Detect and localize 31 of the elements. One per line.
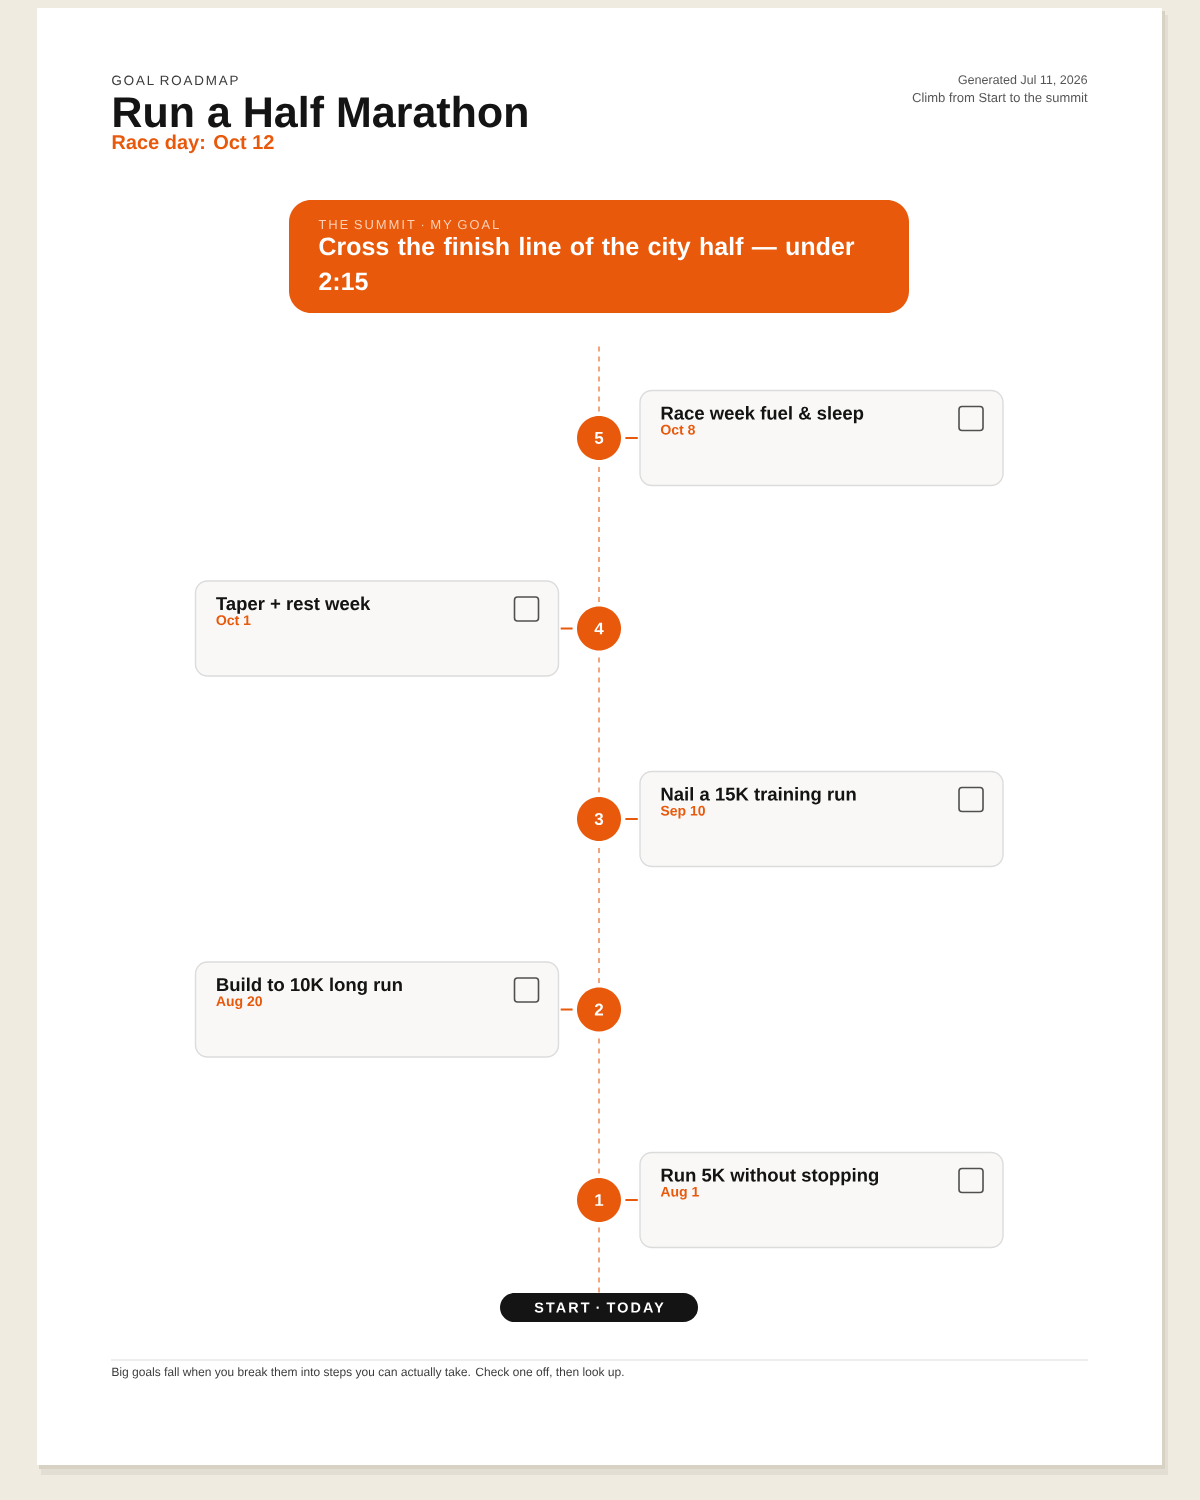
due-date: Oct 8 <box>660 424 695 435</box>
step-card <box>639 770 1004 868</box>
note: Climb from Start to the summit <box>912 92 1088 103</box>
step-title: Build to 10K long run <box>217 977 402 995</box>
subtitle: Race day: Oct 12 <box>112 134 274 154</box>
step-title: Race week fuel & sleep <box>661 406 864 424</box>
footer-note: Big goals fall when you break them into steps you can actually take. Check one off, then look up. <box>112 1367 624 1379</box>
goal-text: Cross the finish line of the city half — under 2:15 <box>319 236 855 291</box>
step-title: Nail a 15K training run <box>661 787 856 805</box>
connector-line <box>624 437 639 439</box>
goal-box <box>289 200 909 313</box>
title: Run a Half Marathon <box>114 95 527 128</box>
eyebrow-label: GOAL ROADMAP <box>112 75 238 86</box>
step-title: Run 5K without stopping <box>661 1168 879 1186</box>
date-note: Generated Jul 11, 2026 <box>958 74 1088 86</box>
due-date: Aug 20 <box>216 996 262 1009</box>
step-card <box>194 580 560 677</box>
dashed-line <box>598 1225 600 1294</box>
due-date: Sep 10 <box>660 805 705 819</box>
due-date: Aug 1 <box>660 1186 699 1200</box>
step-card <box>639 1151 1004 1249</box>
step-title: Taper + rest week <box>216 596 371 614</box>
connector-line <box>624 818 639 820</box>
step-card <box>639 389 1004 487</box>
connector-line <box>559 1008 574 1011</box>
step-card <box>194 961 560 1058</box>
connector-line <box>624 1199 639 1201</box>
start-pill: START · TODAY <box>500 1293 698 1322</box>
kicker-label: THE SUMMIT · MY GOAL <box>318 219 499 230</box>
connector-line <box>559 627 574 630</box>
due-date: Oct 1 <box>216 615 251 626</box>
